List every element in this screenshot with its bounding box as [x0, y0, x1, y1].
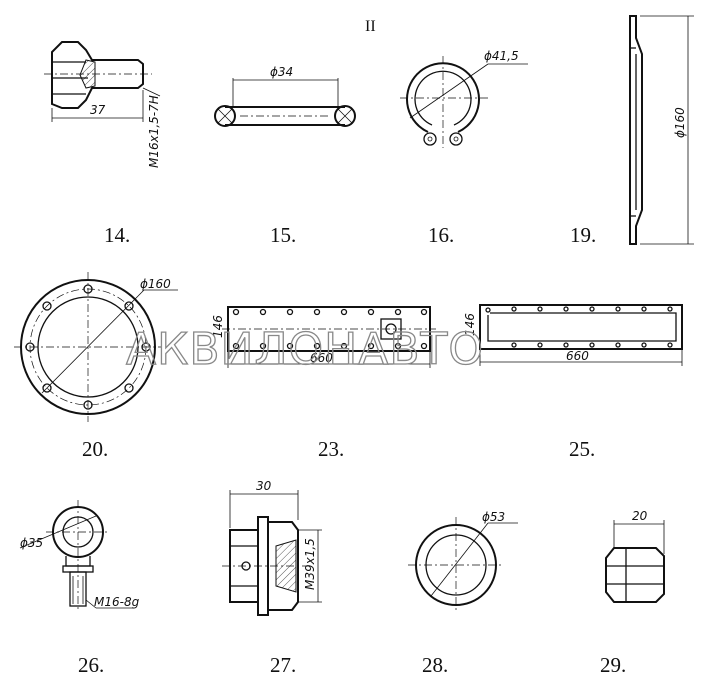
dim-26-diameter: ϕ35 [20, 536, 43, 550]
dim-15-diameter: ϕ34 [270, 65, 293, 79]
part-15-number: 15. [270, 223, 296, 247]
dim-14-thread: M16x1,5-7H [147, 95, 161, 168]
dim-28-diameter: ϕ53 [482, 510, 505, 524]
part-16-retaining-ring: ϕ41,5 16. [400, 49, 528, 247]
part-29-hex-nut: 20 29. [600, 509, 665, 677]
part-14-fitting: 37 M16x1,5-7H 14. [44, 41, 161, 247]
part-27-threaded-plug: 30 M39x1,5 27. [222, 479, 322, 677]
dim-27-thread: M39x1,5 [303, 538, 317, 590]
part-28-washer: ϕ53 28. [408, 510, 518, 677]
dim-20-diameter: ϕ160 [140, 277, 171, 291]
part-20-number: 20. [82, 437, 108, 461]
part-28-number: 28. [422, 653, 448, 677]
part-14-number: 14. [104, 223, 130, 247]
dim-23-width: 146 [211, 315, 225, 338]
part-23-strip-plate: 146 660 146 23. [211, 306, 436, 461]
part-15-o-ring: ϕ34 15. [214, 65, 356, 247]
watermark-logo: АКВИЛОНАВТО [126, 324, 484, 375]
dim-29-length: 20 [632, 509, 648, 523]
part-26-eye-bolt: ϕ35 M16-8g 26. [19, 500, 140, 677]
dim-23-length-label: 660 [310, 351, 333, 365]
part-20-ring-gasket: ϕ160 20. [14, 272, 178, 461]
dim-16-diameter: ϕ41,5 [484, 49, 519, 63]
dim-26-thread: M16-8g [94, 595, 140, 609]
part-19-cover-side-view: ϕ160 19. [570, 15, 694, 247]
part-26-number: 26. [78, 653, 104, 677]
part-25-number: 25. [569, 437, 595, 461]
part-23-number: 23. [318, 437, 344, 461]
dim-25-length: 660 [566, 349, 589, 363]
part-25-frame-gasket: 660 146 25. [463, 304, 683, 461]
dim-27-length: 30 [256, 479, 272, 493]
dim-14-length: 37 [90, 103, 106, 117]
part-29-number: 29. [600, 653, 626, 677]
dim-25-width: 146 [463, 313, 477, 336]
page-marker: II [365, 18, 376, 35]
dim-19-diameter: ϕ160 [673, 107, 687, 138]
part-27-number: 27. [270, 653, 296, 677]
part-16-number: 16. [428, 223, 454, 247]
part-19-number: 19. [570, 223, 596, 247]
